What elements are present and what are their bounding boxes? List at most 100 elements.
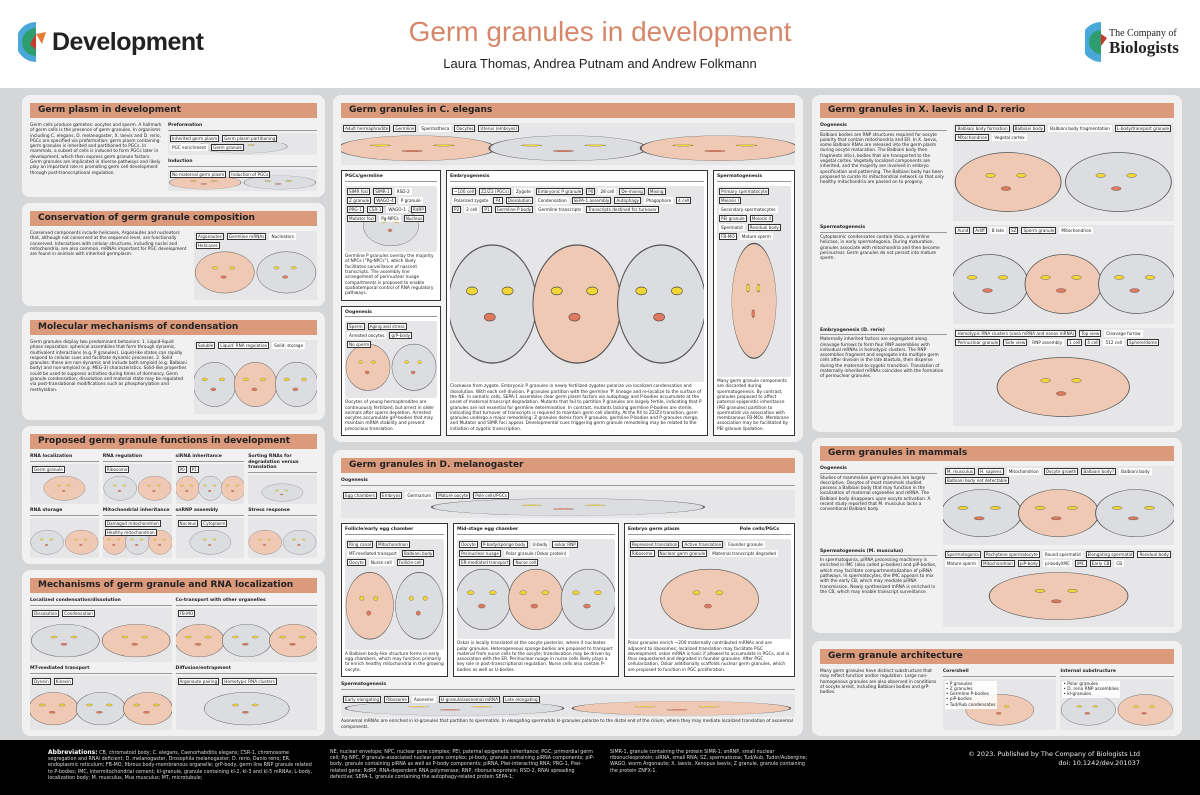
illustration: [248, 529, 317, 555]
illustration: [345, 343, 437, 391]
figure-label: No maternal germ plasm: [170, 170, 227, 178]
figure-label: Polar granule (Oskar protein): [503, 549, 569, 557]
figure-label: Aging and stress: [367, 323, 407, 331]
granule-mark: [212, 484, 216, 487]
figure-label: Homotypic RNA clusters: [222, 677, 277, 685]
figure-panel: Sorting RNAs for degradation versus tran…: [248, 454, 317, 504]
granule-mark: [39, 703, 46, 706]
figure-label: Inherited germ plasm: [170, 134, 220, 142]
granule-mark: [60, 642, 68, 646]
granule-mark: [736, 144, 758, 147]
figure-label: Active translation: [682, 540, 724, 548]
figure-label: Balbiani body: [401, 549, 435, 557]
panel-section: Embryogenesis (D. rerio)Maternally inher…: [820, 327, 1174, 426]
figure-label: Germline P body: [494, 205, 534, 213]
figure-label: Cytoplasm: [201, 519, 228, 527]
figure-label: Ring canal: [347, 540, 373, 548]
illustration: [203, 691, 289, 725]
granule-mark: [387, 228, 393, 232]
granule-mark: [242, 377, 249, 382]
illustration: [988, 571, 1129, 620]
figure-heading: siRNA inheritance: [175, 454, 245, 462]
granule-mark: [105, 703, 113, 706]
figure-label: Early CB: [1089, 559, 1112, 567]
granule-mark: [583, 603, 591, 608]
figure-label: Balbiani body?: [1081, 468, 1117, 475]
figure-heading: Co-transport with other organelles: [175, 598, 317, 606]
figure-panel: Stress response: [248, 508, 317, 558]
section-text: Axonemal mRNAs are enriched in kl-granul…: [341, 719, 793, 730]
cell-shape: [30, 691, 79, 725]
section-text-column: Many germ granules have distinct substru…: [820, 669, 937, 730]
granule-mark: [1111, 506, 1123, 510]
section-text: Oocytes of young hermaphrodites are cont…: [345, 400, 434, 432]
figure-label: Egg chambers: [343, 491, 378, 499]
granule-mark: [202, 538, 206, 541]
figure-label: P2: [452, 205, 462, 213]
granule-mark: [207, 489, 211, 492]
figure-label: Homotypic RNA clusters (vasa mRNA and na…: [955, 329, 1077, 337]
cell-shape: [30, 529, 64, 555]
figure-label: Germline transcripts: [536, 205, 584, 213]
granule-mark: [471, 705, 493, 707]
figure-label: Oocyte: [458, 540, 478, 548]
cell-shape: [189, 529, 231, 555]
panel-title: Germ granules in C. elegans: [341, 103, 795, 118]
granule-mark: [1114, 275, 1125, 280]
figure-label: Pachytene spermatocyte: [983, 550, 1040, 558]
granule-mark: [152, 538, 157, 541]
figure-illustration: [248, 517, 317, 558]
figure-label: Meiosis II: [749, 214, 773, 222]
granule-mark: [301, 377, 307, 382]
granule-mark: [251, 703, 258, 706]
section-text: Studies of mammalian germ granules are l…: [820, 475, 931, 513]
cell-shape: [942, 489, 1022, 537]
cell-shape: [341, 135, 497, 161]
granule-mark: [50, 635, 58, 638]
granule-mark: [1071, 275, 1083, 280]
figure-label: Nuclear germ granule: [657, 549, 708, 557]
cell-shape: [456, 568, 511, 630]
cell-shape: [395, 571, 444, 640]
granule-mark: [152, 489, 156, 492]
granule-mark: [96, 710, 103, 714]
granule-mark: [1050, 516, 1062, 521]
figure-label: Follicle cell: [396, 558, 424, 566]
figure-label: Oocytes: [454, 125, 476, 132]
figure-label: PEI granule: [719, 214, 747, 222]
granule-mark: [121, 635, 129, 638]
list-item: • kl-granules: [1063, 692, 1092, 698]
cell-shape: [261, 483, 304, 502]
section-text: Oskar is locally translated at the oocyt…: [456, 641, 613, 673]
illustration: [731, 242, 777, 359]
figure-label: 2 cell: [464, 205, 480, 213]
granule-mark: [292, 538, 296, 541]
figure-label: Pole cells/PGCs: [473, 491, 509, 499]
granule-mark: [521, 504, 543, 506]
section-heading: Spermatogenesis: [717, 174, 791, 182]
figure-label: FB-MO: [177, 609, 196, 617]
granule-mark: [283, 377, 290, 382]
illustration: [189, 529, 231, 555]
list-item: • Z granules: [945, 686, 973, 692]
granule-mark: [48, 710, 56, 714]
illustration: [31, 623, 171, 657]
figure-label: ~100 cell: [452, 187, 477, 195]
granule-mark: [1127, 516, 1139, 521]
cell-shape: [175, 623, 224, 657]
figure-label: Mature sperm: [739, 232, 773, 240]
